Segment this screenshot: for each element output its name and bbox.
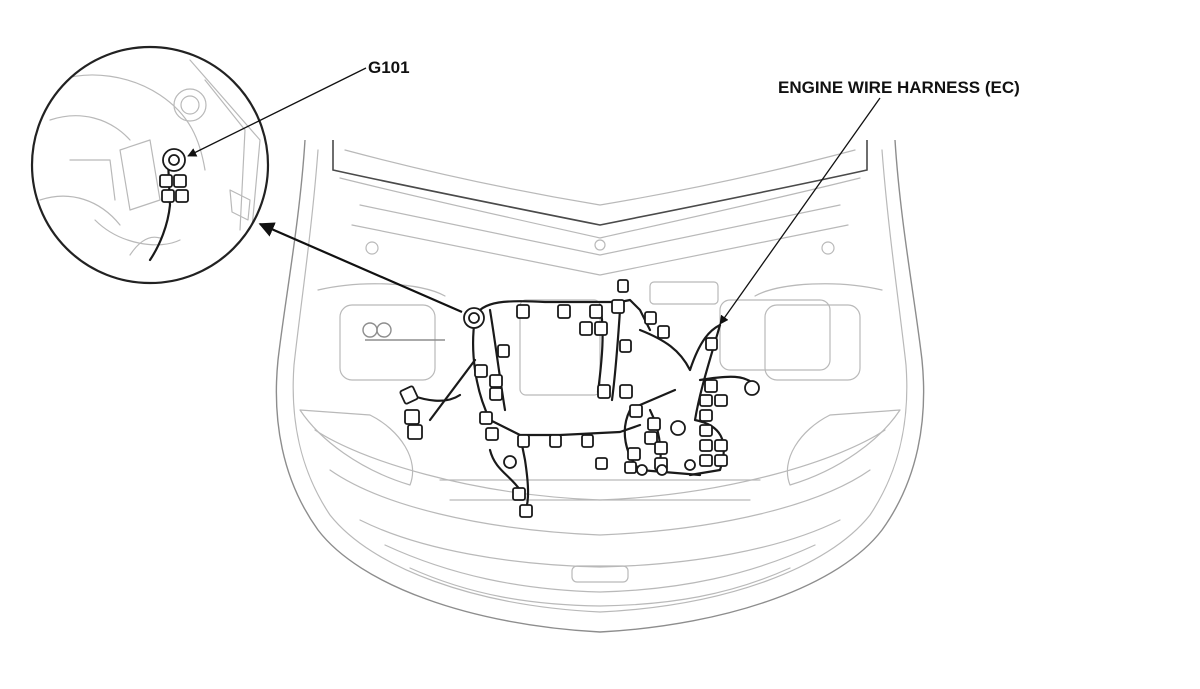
leader-lines (187, 67, 881, 325)
engine-wire-harness-label: ENGINE WIRE HARNESS (EC) (778, 78, 1020, 97)
g101-label: G101 (368, 58, 410, 77)
engine-wire-harness (399, 279, 760, 518)
detail-callout-arrow (258, 222, 463, 314)
vehicle-body-outline (275, 139, 925, 633)
g101-leader-line (187, 67, 367, 157)
harness-leader-line (719, 97, 881, 325)
g101-detail-inset (30, 45, 270, 285)
